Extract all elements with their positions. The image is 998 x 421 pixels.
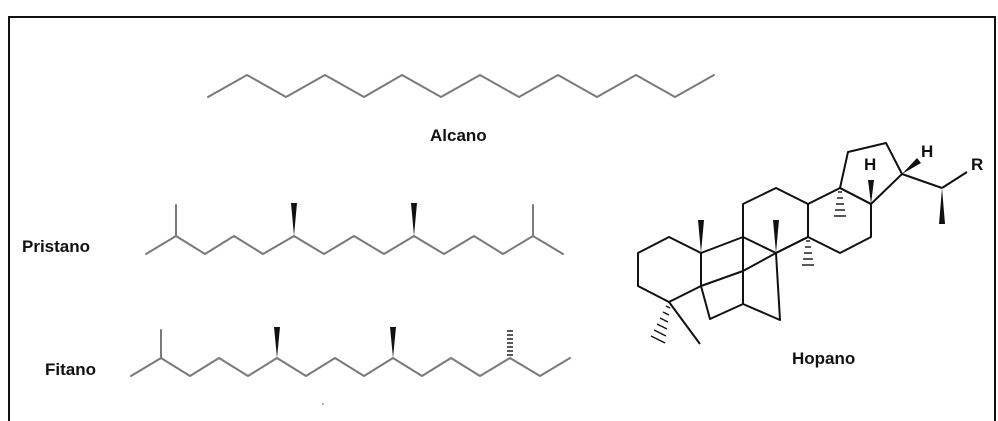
hopane-h-wedge-2 (902, 158, 921, 174)
alkane-chain (207, 74, 715, 98)
phytane-chain (130, 357, 571, 377)
hopane-connector-cd (775, 236, 809, 254)
hopane-h-label-1: H (864, 155, 876, 174)
hopane-side-chain-wedge (939, 188, 945, 224)
pristane-chain (145, 235, 564, 255)
hopane-h-wedge-1 (868, 180, 874, 204)
phytane-hash-bond (507, 330, 513, 356)
hopane-side-chain-1 (901, 173, 943, 189)
hopane-label: Hopano (792, 349, 855, 368)
hopane-r-label: R (971, 155, 983, 174)
hopane-methyl-wedge-2 (773, 220, 779, 253)
hopane-ring-a (637, 236, 702, 303)
phytane-wedge-2 (390, 327, 396, 358)
figure-frame (8, 16, 996, 421)
hopane-gem-methyl-hash (650, 305, 671, 344)
pristane-wedge-1 (291, 203, 297, 236)
hopane-methyl-wedge-1 (698, 220, 704, 253)
hopane-ring-e (839, 142, 903, 205)
hopane-structure: H H R (637, 142, 983, 345)
hopane-connector-ab (700, 252, 777, 287)
hopane-side-chain-2 (941, 171, 968, 189)
phytane-wedge-1 (274, 327, 280, 358)
phytane-label: Fitano (45, 360, 96, 379)
hopane-methyl-hash-1 (802, 240, 814, 266)
hopane-methyl-hash-2 (834, 191, 846, 217)
pristane-label: Pristano (22, 237, 90, 256)
speck (322, 403, 324, 405)
hopane-gem-methyl-wedge (668, 301, 701, 345)
alkane-label: Alcano (430, 126, 487, 145)
hopane-connector-bc (742, 252, 781, 321)
hopane-h-label-2: H (921, 142, 933, 161)
pristane-wedge-2 (411, 203, 417, 236)
